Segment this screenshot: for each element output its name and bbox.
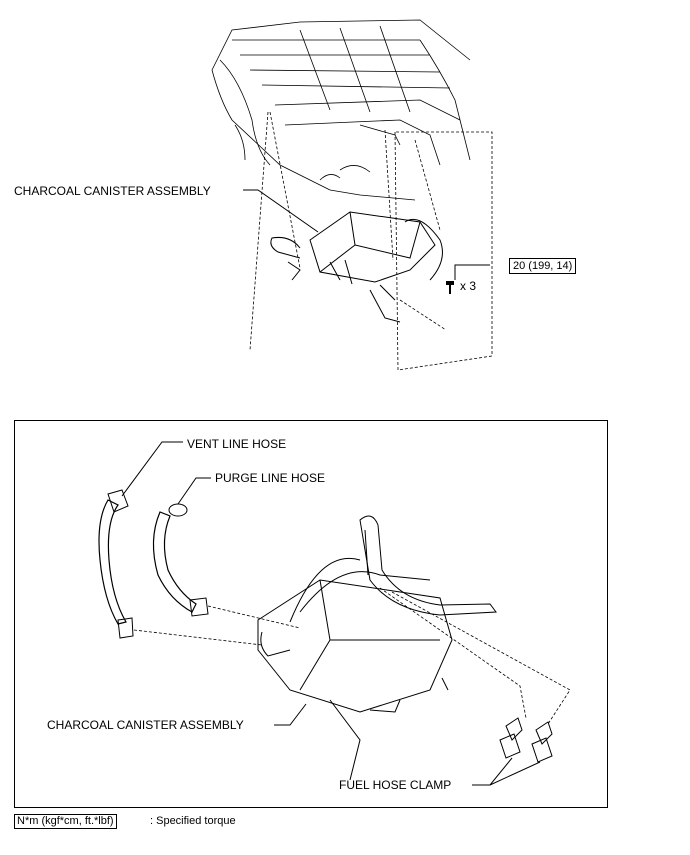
torque-value-box: 20 (199, 14): [509, 258, 577, 274]
fuel-hose-clamp-right-icon: [531, 721, 553, 763]
torque-legend-description: : Specified torque: [150, 815, 236, 827]
top-canister-label: CHARCOAL CANISTER ASSEMBLY: [14, 184, 211, 198]
underbody-illustration: [211, 19, 493, 371]
fuel-hose-clamp-left-icon: [499, 717, 523, 759]
canister-drawing: [270, 211, 443, 323]
detail-panel: [14, 420, 608, 808]
purge-line-hose-drawing: [152, 503, 209, 617]
purge-line-hose-label: PURGE LINE HOSE: [215, 471, 326, 485]
torque-unit-legend-box: N*m (kgf*cm, ft.*lbf): [14, 814, 117, 829]
canister-detail-drawing: [257, 557, 453, 781]
bolt-count-label: x 3: [460, 279, 477, 293]
bolt-icon: [446, 281, 454, 294]
vent-line-hose-drawing: [98, 489, 134, 639]
bracket-drawing: [359, 515, 497, 616]
vent-line-hose-label: VENT LINE HOSE: [187, 437, 287, 451]
detail-canister-label: CHARCOAL CANISTER ASSEMBLY: [47, 718, 244, 732]
fuel-hose-clamp-label: FUEL HOSE CLAMP: [339, 778, 452, 792]
